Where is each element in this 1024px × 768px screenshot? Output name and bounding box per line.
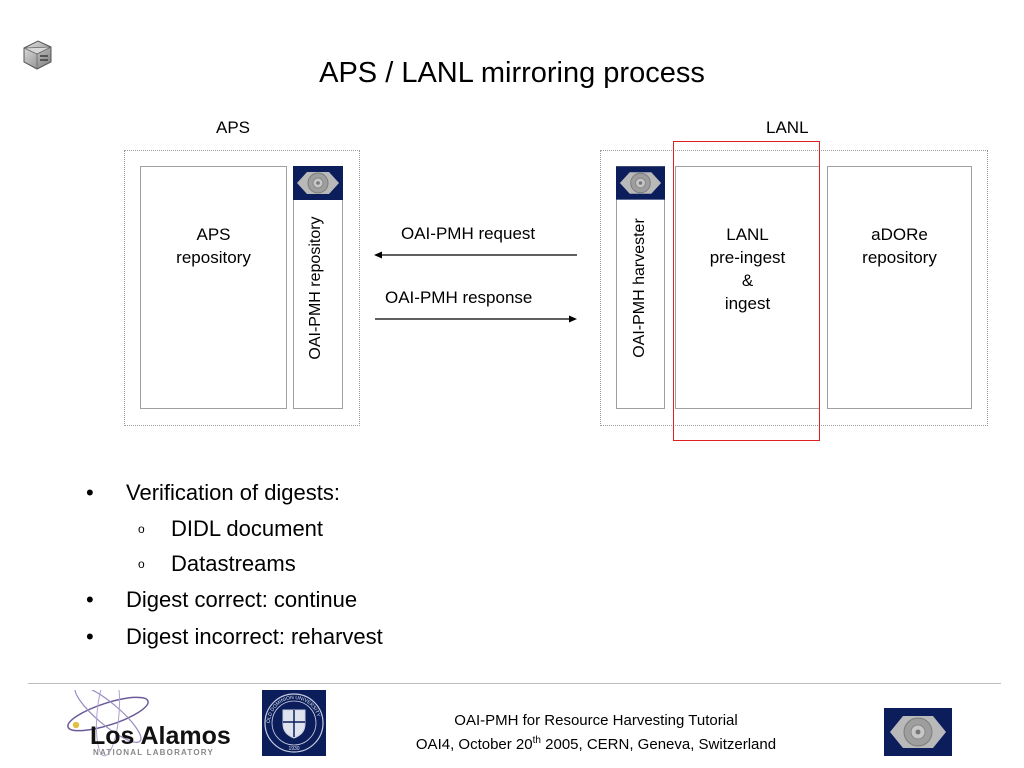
aps-label: APS bbox=[216, 118, 251, 137]
lanl-label: LANL bbox=[766, 118, 809, 137]
bullet-marker: • bbox=[86, 624, 94, 649]
oai-repository-box: OAI-PMH repository bbox=[293, 166, 343, 409]
los-alamos-logo: Los Alamos NATIONAL LABORATORY bbox=[67, 690, 231, 757]
seal-year: 1930 bbox=[288, 746, 299, 752]
oai-repository-label: OAI-PMH repository bbox=[307, 216, 324, 360]
lanl-ingest-box: LANL pre-ingest & ingest bbox=[675, 166, 820, 409]
aps-repository-line2: repository bbox=[176, 248, 251, 267]
lanl-group bbox=[600, 150, 988, 426]
footer-line1: OAI-PMH for Resource Harvesting Tutorial bbox=[454, 712, 738, 729]
logo-text: Los Alamos bbox=[90, 722, 231, 750]
oai-harvester-label: OAI-PMH harvester bbox=[631, 218, 648, 358]
aps-group bbox=[124, 150, 360, 426]
logo-subtext: NATIONAL LABORATORY bbox=[93, 748, 214, 757]
bullet-marker: • bbox=[86, 587, 94, 612]
lanl-ingest-line1: LANL bbox=[726, 225, 769, 244]
university-seal: OLD DOMINION UNIVERSITY 1930 bbox=[262, 690, 326, 756]
adore-repository-box: aDORe repository bbox=[827, 166, 972, 409]
adore-repository-line2: repository bbox=[862, 248, 937, 267]
aps-repository-line1: APS bbox=[196, 225, 231, 244]
bullet-marker: o bbox=[138, 522, 145, 536]
oai-harvester-box: OAI-PMH harvester bbox=[616, 166, 665, 409]
bullet-marker: o bbox=[138, 557, 145, 571]
server-icon bbox=[23, 40, 52, 70]
response-arrow bbox=[375, 315, 577, 323]
page-title: APS / LANL mirroring process bbox=[319, 57, 705, 89]
disk-icon bbox=[884, 708, 952, 756]
request-label: OAI-PMH request bbox=[401, 224, 536, 243]
adore-repository-line1: aDORe bbox=[871, 225, 928, 244]
lanl-ingest-line2: pre-ingest bbox=[709, 248, 786, 267]
response-label: OAI-PMH response bbox=[385, 288, 533, 307]
disk-icon bbox=[293, 166, 343, 200]
lanl-ingest-line3: & bbox=[741, 271, 754, 290]
highlight-frame bbox=[673, 141, 820, 441]
bullet-marker: • bbox=[86, 480, 94, 505]
footer-divider bbox=[28, 683, 1001, 684]
lanl-ingest-line4: ingest bbox=[724, 294, 771, 313]
footer-text: OAI-PMH for Resource Harvesting Tutorial… bbox=[380, 711, 812, 755]
aps-repository-box: APS repository bbox=[140, 166, 287, 409]
footer-line2: OAI4, October 20th 2005, CERN, Geneva, S… bbox=[415, 735, 777, 753]
request-arrow bbox=[374, 251, 577, 259]
disk-icon bbox=[616, 166, 665, 200]
